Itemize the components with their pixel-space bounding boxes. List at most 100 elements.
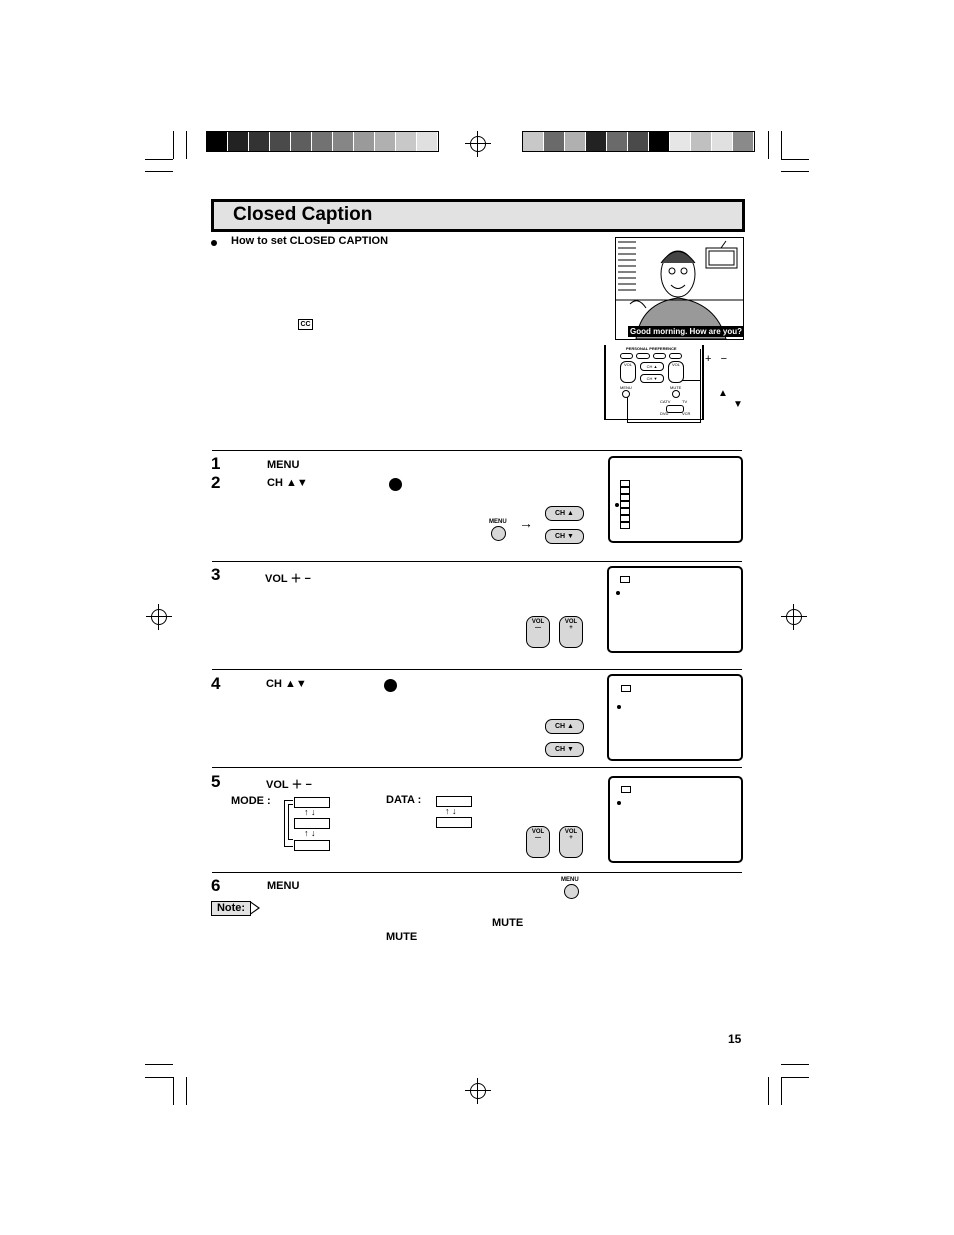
intro-heading: How to set CLOSED CAPTION [231,235,389,247]
section-divider [212,561,742,562]
registration-mark [465,131,491,157]
mute-text: MUTE [492,917,524,929]
cycle-bracket [284,800,293,847]
section-divider [212,669,742,670]
color-swatch [396,132,417,151]
menu-button[interactable] [491,526,506,541]
menu-icon [620,487,630,494]
vol-plus-button[interactable]: VOL+ [559,616,583,648]
mode-switch[interactable] [666,405,684,413]
ch-up-button[interactable]: CH ▲ [545,506,584,521]
menu-icon [620,480,630,487]
color-swatch [565,132,586,151]
vol-minus-button[interactable]: VOL— [526,616,550,648]
remote-tv-label: TV [682,399,688,404]
color-swatch [628,132,649,151]
cc-icon [621,786,631,793]
caption-text: Good morning. How are you? [628,326,743,337]
color-swatch [649,132,670,151]
bullet-icon [211,240,217,246]
menu-button[interactable] [564,884,579,899]
vol-minus-button[interactable]: VOL— [526,826,550,858]
page-number: 15 [728,1032,742,1046]
section-divider [212,872,742,873]
vol-plus-button[interactable]: VOL+ [559,826,583,858]
vol-plus-minus-label: + − [705,353,728,365]
step6-label: MENU [267,880,300,892]
cc-icon [621,685,631,692]
section-divider [212,450,742,451]
down-arrow-icon: ▼ [733,399,743,410]
title-banner: Closed Caption [211,199,745,232]
ch-up-button[interactable]: CH ▲ [640,362,664,371]
crop-mark [781,1077,809,1078]
cycle-bracket [288,804,293,840]
menu-icon [620,515,630,522]
mute-text: MUTE [386,931,418,943]
remote-menu-button[interactable] [622,390,630,398]
color-swatch [712,132,733,151]
ch-down-button[interactable]: CH ▼ [545,529,584,544]
remote-dvd-label: DVD [660,411,669,416]
tv-illustration: Good morning. How are you? [615,237,744,340]
color-swatch [375,132,396,151]
color-swatch [523,132,544,151]
step-number: 6 [211,876,221,895]
menu-label: MENU [561,877,579,883]
crop-mark [186,131,187,159]
step-number: 1 [211,454,221,473]
data-option-box [436,796,472,807]
color-swatch [249,132,270,151]
menu-screen [608,456,743,543]
crop-mark [781,131,782,159]
note-label: Note: [211,901,251,916]
step-number: 4 [211,674,221,693]
cursor-dot [615,503,619,507]
color-swatch [270,132,291,151]
data-option-box [436,817,472,828]
cc-screen [608,776,743,863]
registration-mark [146,604,172,630]
crop-mark [145,1064,173,1065]
color-swatch [691,132,712,151]
crop-mark [781,1077,782,1105]
step-number: 2 [211,473,221,492]
color-swatch [417,132,438,151]
color-swatch [670,132,691,151]
crop-mark [768,1077,769,1105]
crop-mark [173,1077,174,1105]
ch-down-button[interactable]: CH ▼ [640,374,664,383]
crop-mark [186,1077,187,1105]
color-swatch [733,132,754,151]
crop-mark [145,171,173,172]
remote-mute-button[interactable] [672,390,680,398]
arrow-right-icon: → [519,515,533,531]
ch-down-button[interactable]: CH ▼ [545,742,584,757]
step-number: 3 [211,565,221,584]
cursor-dot [617,801,621,805]
callout-line [700,349,701,423]
crop-mark [781,171,809,172]
step-number: 5 [211,772,221,791]
vol-plus-button[interactable]: VOL [668,361,684,383]
remote-mute-label: MUTE [670,385,682,390]
callout-line [627,422,700,423]
crop-mark [768,131,769,159]
crop-mark [781,1064,809,1065]
page-title: Closed Caption [233,204,373,225]
color-bar-right [522,131,755,152]
man-illustration-icon [616,240,743,339]
up-arrow-icon: ▲ [718,388,728,399]
ch-up-button[interactable]: CH ▲ [545,719,584,734]
vol-minus-button[interactable]: VOL [620,361,636,383]
cc-icon [620,576,630,583]
step1-label: MENU [267,459,300,471]
preference-buttons[interactable] [620,353,682,359]
mode-option-box [294,818,330,829]
cursor-dot [616,591,620,595]
color-swatch [291,132,312,151]
cc-screen [607,674,743,761]
color-swatch [228,132,249,151]
mode-option-box [294,797,330,808]
registration-mark [465,1078,491,1104]
